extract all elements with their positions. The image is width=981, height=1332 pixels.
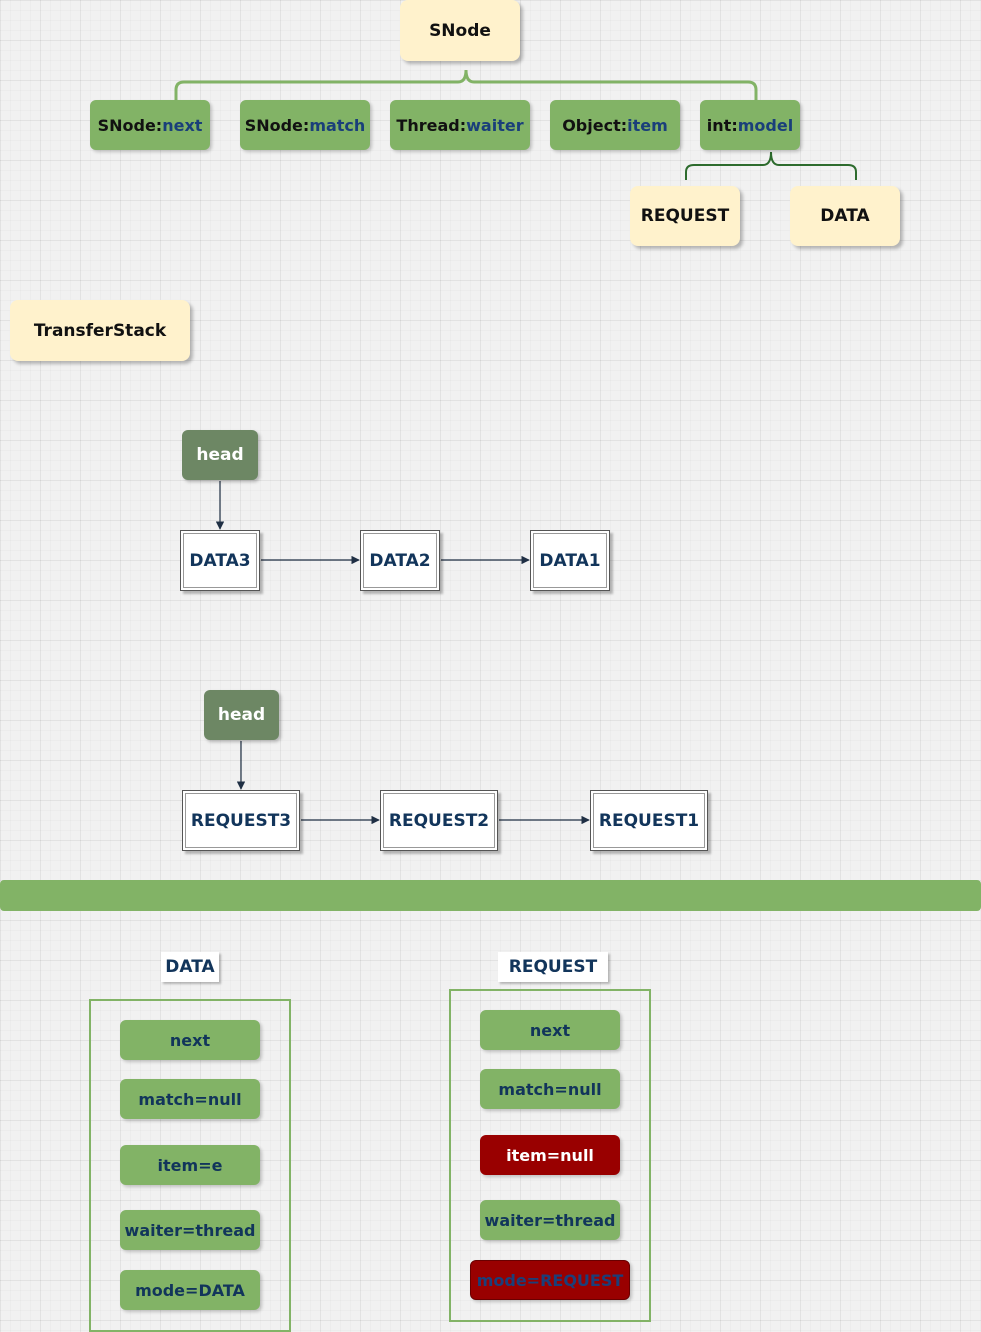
request-node-container [449,989,651,1322]
data-field-next: next [120,1020,260,1060]
data-node-2: DATA2 [360,530,440,591]
request-stack-head: head [204,690,279,740]
request-node-3: REQUEST3 [182,790,300,851]
field-sep: : [459,115,467,135]
field-name: waiter [466,115,524,135]
data-field-waiter: waiter=thread [120,1210,260,1250]
request-field-item: item=null [480,1135,620,1175]
data-node-container [89,999,291,1332]
field-name: next [162,115,203,135]
field-type: Thread [396,115,460,135]
data-field-match: match=null [120,1079,260,1119]
snode-title: SNode [400,0,520,61]
data-stack-head: head [182,430,258,480]
mode-request: REQUEST [630,186,740,246]
data-node-1: DATA1 [530,530,610,591]
snode-field-next: SNode:next [90,100,210,150]
mode-data: DATA [790,186,900,246]
field-type: int [706,115,732,135]
field-type: SNode [244,115,303,135]
request-node-label: REQUEST [498,952,608,982]
snode-field-match: SNode:match [240,100,370,150]
snode-field-waiter: Thread:waiter [390,100,530,150]
field-name: match [309,115,366,135]
transfer-stack-title: TransferStack [10,300,190,361]
field-name: item [627,115,668,135]
request-field-next: next [480,1010,620,1050]
data-field-mode: mode=DATA [120,1270,260,1310]
field-sep: : [302,115,310,135]
request-field-waiter: waiter=thread [480,1200,620,1240]
data-node-3: DATA3 [180,530,260,591]
snode-field-item: Object:item [550,100,680,150]
data-field-item: item=e [120,1145,260,1185]
request-node-1: REQUEST1 [590,790,708,851]
section-divider [0,880,981,911]
data-node-label: DATA [161,952,219,982]
snode-fields-brace [174,69,758,100]
request-node-2: REQUEST2 [380,790,498,851]
mode-brace [685,151,857,180]
field-type: Object [562,115,621,135]
request-field-match: match=null [480,1069,620,1109]
field-name: model [737,115,794,135]
field-sep: : [731,115,738,135]
field-sep: : [620,115,628,135]
field-type: SNode [97,115,156,135]
snode-field-model: int:model [700,100,800,150]
field-sep: : [155,115,163,135]
request-field-mode: mode=REQUEST [470,1260,630,1300]
